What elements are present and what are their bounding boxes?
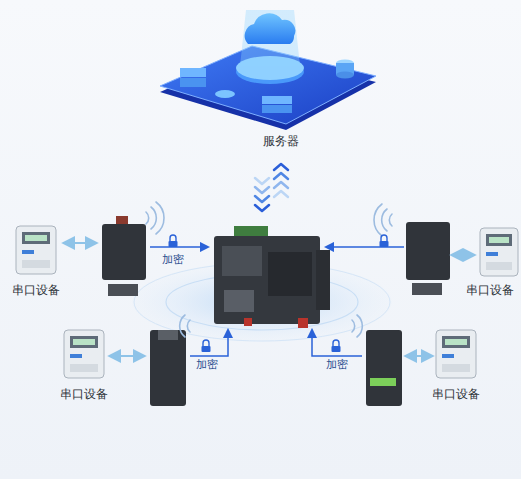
link-label: 加密: [324, 358, 350, 372]
link-chevrons: [255, 164, 288, 211]
link-label: 加密: [160, 253, 186, 267]
lock-icon: [169, 235, 389, 352]
wireless-module: [102, 216, 450, 406]
server-illustration: [160, 10, 376, 130]
meter-icon: [16, 226, 518, 378]
serial-link: [64, 243, 474, 356]
link-label: 加密: [194, 358, 220, 372]
device-label: 串口设备: [9, 281, 63, 299]
server-label: 服务器: [260, 132, 302, 150]
encrypted-link: [150, 247, 404, 356]
device-label: 串口设备: [429, 385, 483, 403]
node-text: 串口设备: [60, 386, 108, 402]
node-text: 串口设备: [432, 386, 480, 402]
device-label: 串口设备: [463, 281, 517, 299]
node-text: 串口设备: [12, 282, 60, 298]
node-text: 串口设备: [466, 282, 514, 298]
wifi-signal: [146, 202, 392, 337]
node-text: 服务器: [263, 133, 299, 149]
device-label: 串口设备: [57, 385, 111, 403]
gateway-device: [214, 226, 330, 328]
